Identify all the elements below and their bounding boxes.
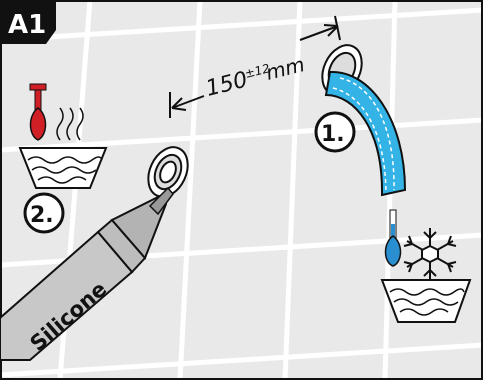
- step-1-label: 1.: [321, 122, 345, 147]
- panel-badge: A1: [0, 0, 56, 44]
- cold-thermometer-icon: [384, 209, 402, 267]
- cold-water-hose: [324, 70, 407, 197]
- hot-thermometer-icon: [29, 83, 47, 141]
- spacing-tolerance: ±12: [243, 61, 271, 81]
- panel-label: A1: [8, 10, 46, 40]
- hot-water-bath: [18, 107, 108, 189]
- step-2-label: 2.: [30, 203, 54, 228]
- step-2-badge: 2.: [23, 192, 65, 234]
- snowflake-icon: [403, 228, 457, 280]
- spacing-dimension: [169, 15, 341, 118]
- cold-water-bath: [380, 279, 472, 323]
- left-wall-fitting: [147, 146, 189, 198]
- silicone-tube: [0, 186, 174, 361]
- step-1-badge: 1.: [314, 111, 356, 153]
